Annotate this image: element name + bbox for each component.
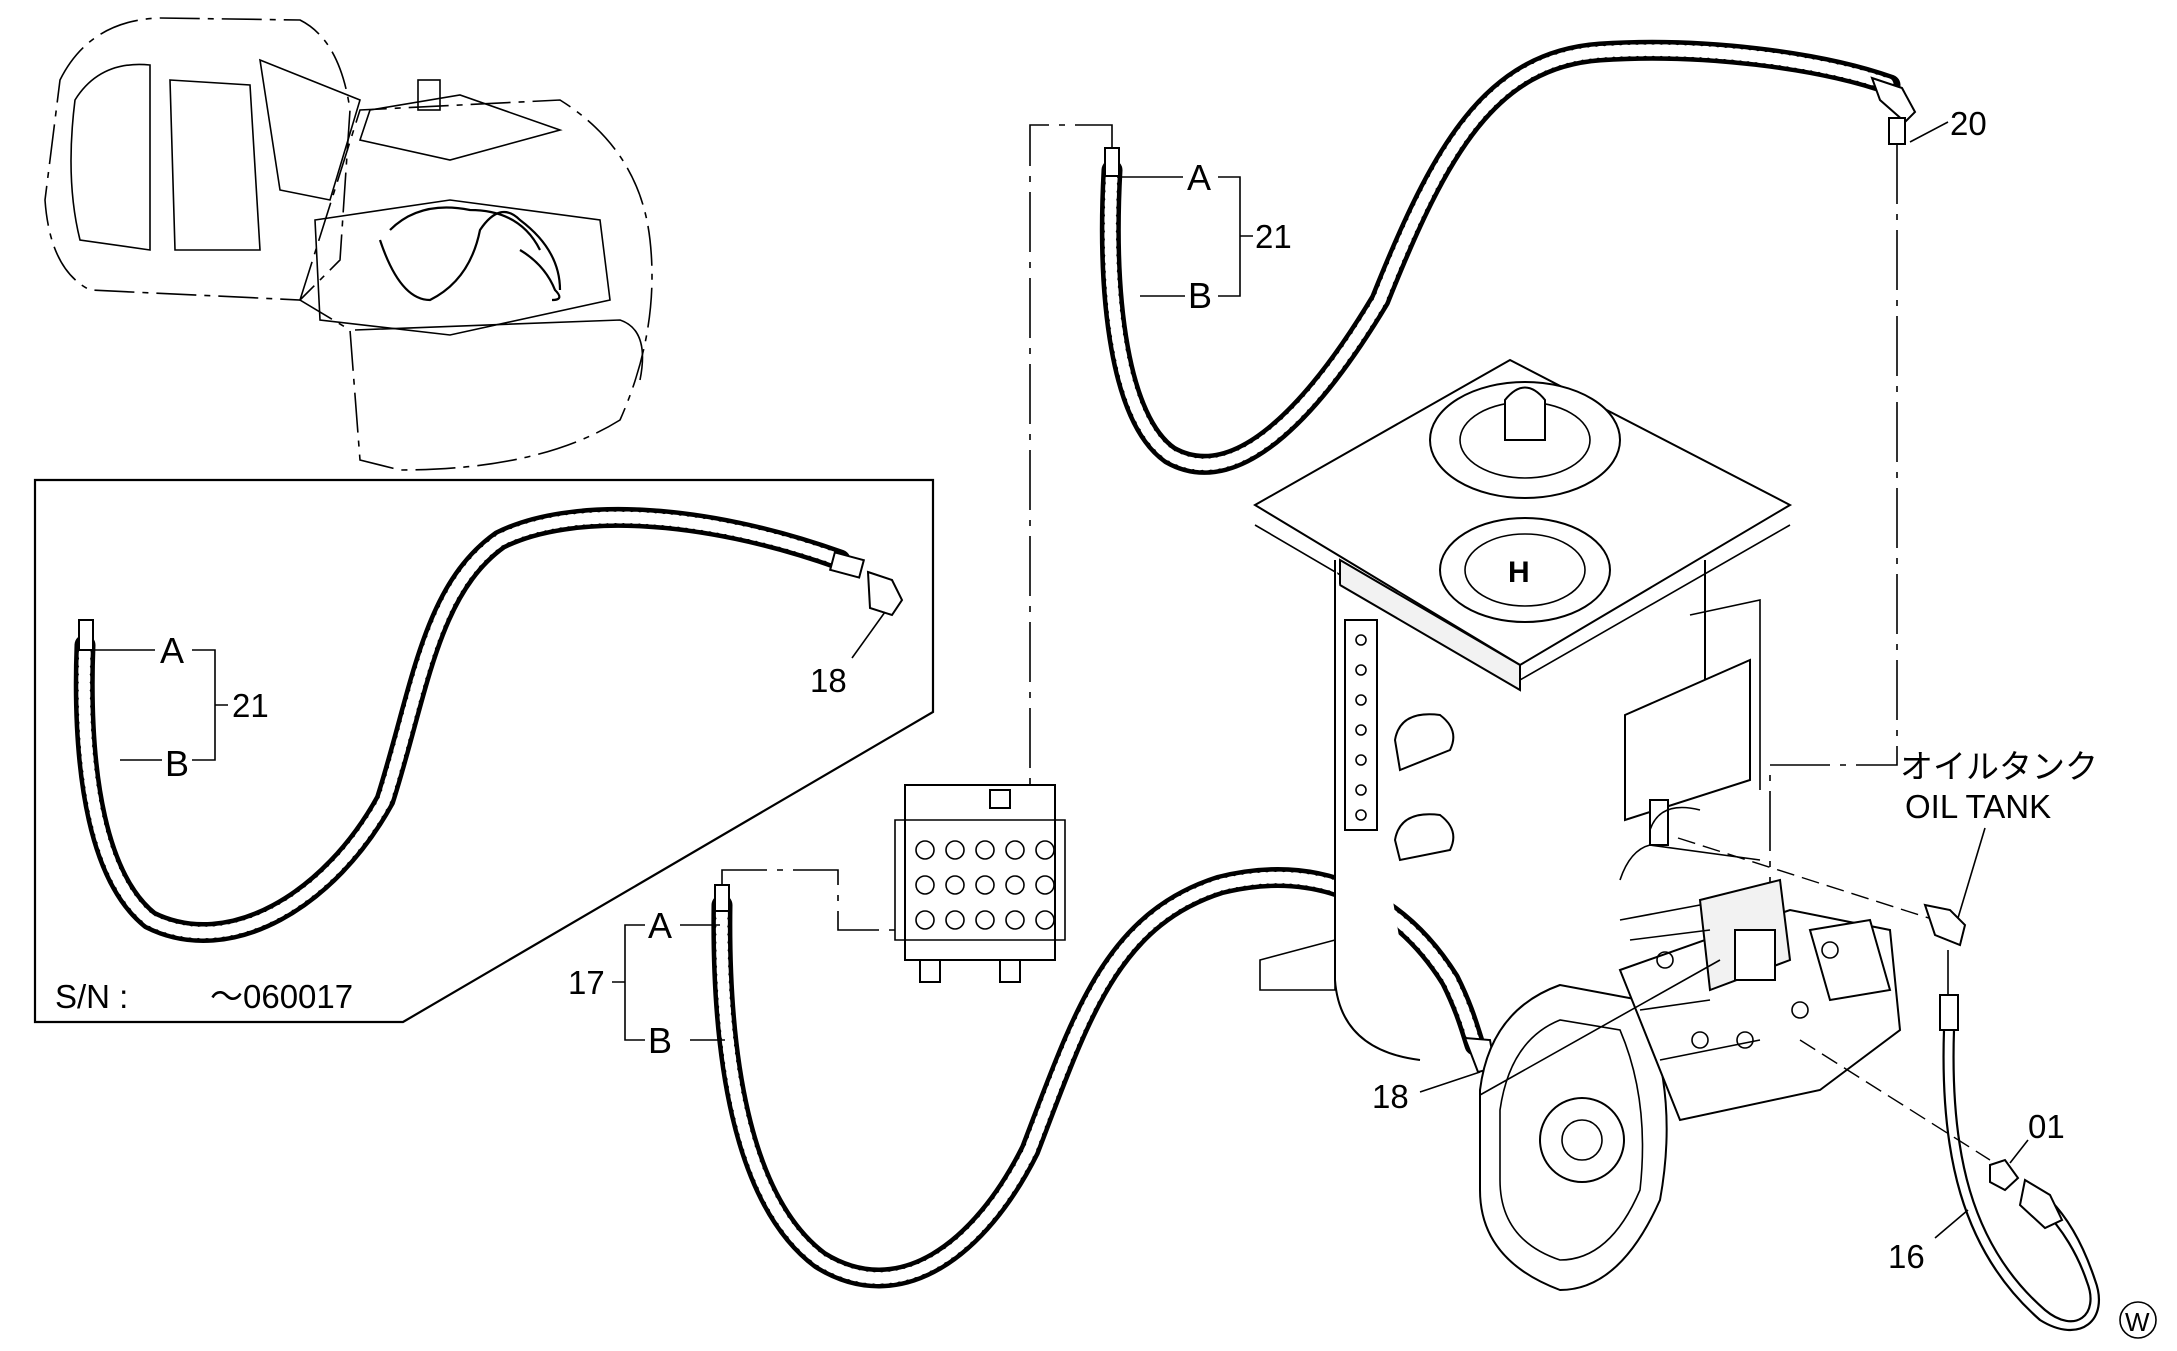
fitting-01 xyxy=(1989,1158,2020,1192)
oil-tank-fitting xyxy=(1923,903,1967,995)
inset-hose-21 xyxy=(73,506,904,944)
hydraulic-pump xyxy=(1479,806,1902,1292)
oil-tank-label-en: OIL TANK xyxy=(1905,788,2051,825)
top-hose-21 xyxy=(1099,39,1917,475)
lower-label-b: B xyxy=(648,1020,672,1061)
inset-label-b: B xyxy=(165,743,189,784)
inset-callout-18: 18 xyxy=(810,662,847,699)
hose-16 xyxy=(1939,994,2101,1332)
top-label-b: B xyxy=(1188,275,1212,316)
callout-16: 16 xyxy=(1888,1238,1925,1275)
oil-tank-label-jp: オイルタンク xyxy=(1900,748,2098,785)
inset-frame xyxy=(33,478,935,1024)
top-label-a: A xyxy=(1187,157,1211,198)
excavator-overview xyxy=(44,17,653,471)
w-mark: W xyxy=(2125,1307,2150,1337)
callout-17: 17 xyxy=(568,964,605,1001)
inset-label-a: A xyxy=(160,630,184,671)
main-callout-18: 18 xyxy=(1372,1078,1409,1115)
serial-number-value: ～060017 xyxy=(210,978,353,1015)
serial-number-label: S/N : xyxy=(55,978,128,1015)
control-valve xyxy=(894,784,1066,983)
w-mark-circle xyxy=(2119,1301,2157,1339)
callout-01: 01 xyxy=(2028,1108,2065,1145)
lower-label-a: A xyxy=(648,905,672,946)
top-callout-21: 21 xyxy=(1255,218,1292,255)
inset-callout-21: 21 xyxy=(232,687,269,724)
callout-20: 20 xyxy=(1950,105,1987,142)
oil-tank: H xyxy=(1253,358,1793,1061)
svg-text:H: H xyxy=(1508,556,1530,589)
